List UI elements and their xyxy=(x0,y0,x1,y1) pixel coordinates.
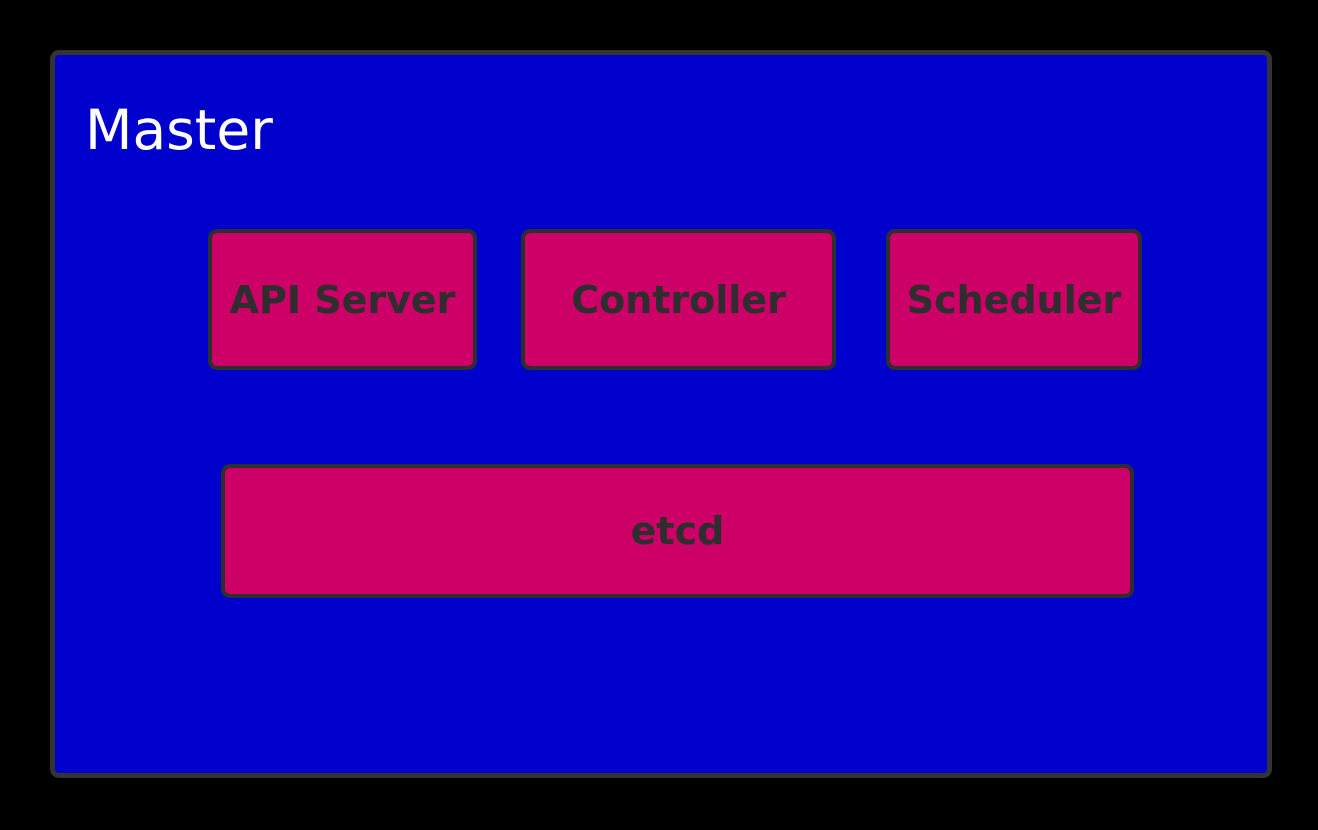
master-panel: Master API Server Controller Scheduler e… xyxy=(50,50,1272,778)
master-panel-title: Master xyxy=(85,98,273,162)
component-label-api-server: API Server xyxy=(229,277,456,322)
component-box-etcd[interactable]: etcd xyxy=(221,464,1134,598)
component-label-controller: Controller xyxy=(571,277,786,322)
component-box-scheduler[interactable]: Scheduler xyxy=(886,229,1142,370)
component-label-etcd: etcd xyxy=(630,509,725,553)
component-box-controller[interactable]: Controller xyxy=(521,229,836,370)
component-label-scheduler: Scheduler xyxy=(906,277,1122,322)
component-box-api-server[interactable]: API Server xyxy=(208,229,477,370)
